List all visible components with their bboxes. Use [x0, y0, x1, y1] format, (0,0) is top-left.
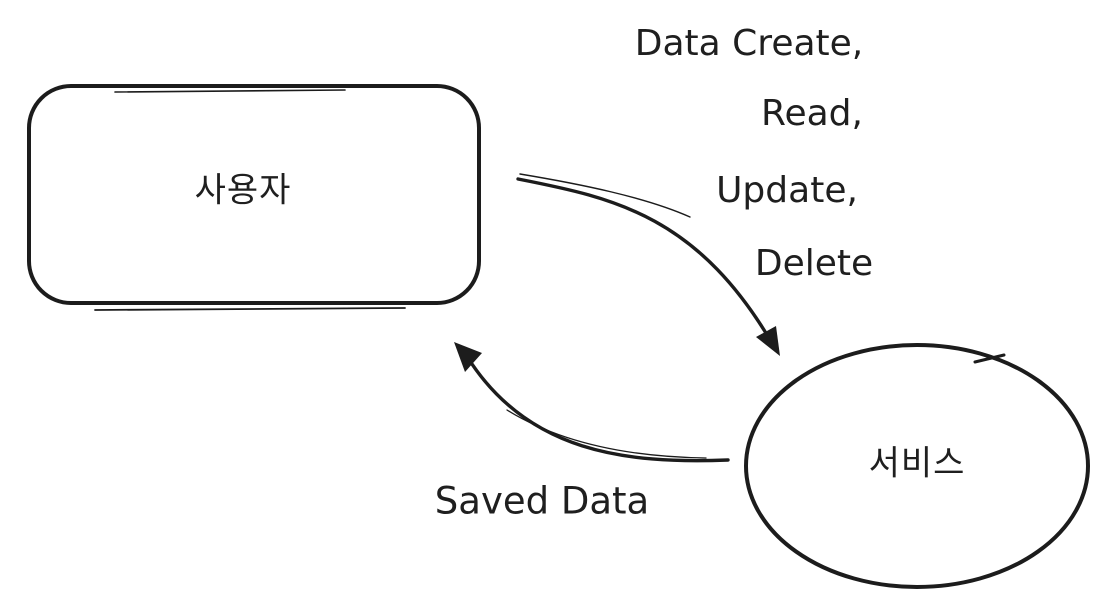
- service-ellipse: [744, 343, 1090, 589]
- user-node-label: 사용자: [194, 170, 292, 211]
- crud-arrow-label-line-3: Update,: [716, 170, 858, 212]
- crud-arrow-label-line-1: Data Create,: [634, 23, 864, 65]
- saved-arrowhead: [454, 342, 482, 372]
- crud-arrow-label-line-2: Read,: [761, 93, 863, 135]
- service-node-label: 서비스: [868, 443, 966, 484]
- saved-arrow-shaft: [466, 356, 730, 463]
- crud-arrowhead: [756, 326, 780, 356]
- crud-arrow-label-line-4: Delete: [754, 243, 874, 285]
- crud-arrow-shaft: [516, 177, 778, 352]
- saved-arrow-sketch: [506, 409, 707, 459]
- user-box-sketch-top: [114, 89, 346, 93]
- service-ellipse-sketch: [973, 353, 1006, 364]
- ink-strokes: [27, 84, 1090, 589]
- user-box: [27, 84, 481, 305]
- crud-arrow-sketch: [519, 173, 691, 218]
- saved-data-label: Saved Data: [434, 479, 650, 523]
- arrowheads: [454, 326, 780, 372]
- user-box-sketch-bottom: [94, 307, 406, 311]
